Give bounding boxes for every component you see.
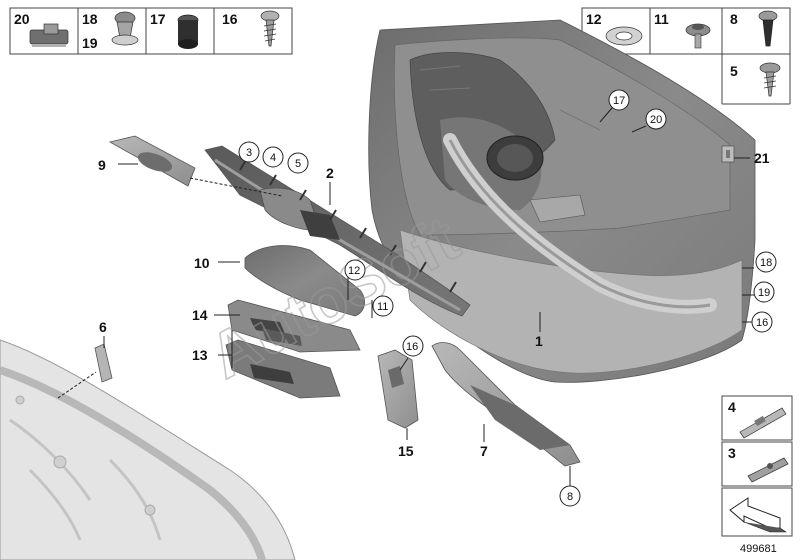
push-nut-icon [111,11,139,46]
label-19: 19 [758,287,770,299]
label-17: 17 [613,95,625,107]
label-9: 9 [98,157,106,173]
label-3-detail: 3 [728,445,736,461]
header-parts-left: 20 18 19 17 16 [9,7,293,55]
decor-trim-strip [204,145,471,317]
small-bracket [94,343,113,383]
label-11: 11 [654,11,669,27]
label-5: 5 [295,158,301,170]
door-clip [721,145,735,163]
screw-icon [759,62,781,97]
label-13: 13 [192,347,208,363]
pull-handle [431,342,581,467]
label-18: 18 [82,11,98,27]
speaker-grille [108,135,196,187]
switch-trim-lower [225,339,341,399]
label-4-detail: 4 [728,399,736,415]
label-19: 19 [82,35,98,51]
mounting-clip-icon [739,407,787,439]
collar-screw-icon [685,23,711,49]
grip-bracket [377,349,419,429]
leader-lines [57,107,754,486]
mounting-clip-icon [747,457,789,483]
label-20: 20 [14,11,30,27]
label-10: 10 [194,255,210,271]
door-trim-panel [368,19,756,383]
label-1: 1 [535,333,543,349]
detail-parts: 4 3 [721,395,793,537]
spring-nut-icon [605,26,643,46]
label-18: 18 [760,257,772,269]
diagram-code: 499681 [740,543,777,555]
label-11: 11 [377,301,388,313]
label-3: 3 [246,147,252,159]
label-6: 6 [99,319,107,335]
header-parts-right: 12 11 8 5 [581,7,791,105]
label-16: 16 [406,341,418,353]
screw-icon [260,10,280,47]
label-8: 8 [730,11,738,27]
label-8: 8 [567,491,573,503]
label-12: 12 [586,11,602,27]
label-7: 7 [480,443,488,459]
label-17: 17 [150,11,166,27]
label-21: 21 [754,150,770,166]
label-16b: 16 [756,317,768,329]
armrest-cover [244,245,365,317]
label-12: 12 [348,265,360,277]
callouts: 9 3 4 5 2 10 12 11 14 13 6 16 15 7 8 1 1… [98,89,777,507]
arrow-symbol-icon [729,497,787,533]
label-15: 15 [398,443,414,459]
label-2: 2 [326,165,334,181]
clip-bar-icon [29,23,69,47]
door-shell-outline [0,339,296,560]
label-16: 16 [222,11,238,27]
label-4: 4 [270,152,276,164]
label-5: 5 [730,63,738,79]
label-14: 14 [192,307,208,323]
expanding-rivet-icon [758,10,778,47]
rubber-buffer-icon [177,14,199,49]
label-20: 20 [650,114,662,126]
